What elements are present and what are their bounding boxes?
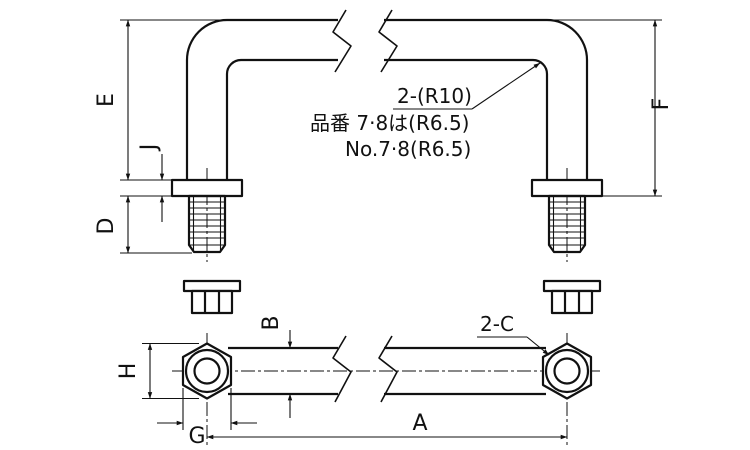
- dimension-G: G: [157, 388, 257, 449]
- radius-note-line2: 品番 7·8は(R6.5): [310, 111, 469, 135]
- dim-label-H: H: [116, 363, 141, 380]
- flange-left: [170, 178, 244, 198]
- dim-label-G: G: [188, 424, 205, 449]
- dim-label-A: A: [412, 411, 427, 436]
- nut-left: [182, 279, 242, 315]
- dimension-B: B: [259, 315, 293, 418]
- hex-end-left: [181, 342, 233, 400]
- handle-outline-left-inner: [225, 58, 338, 180]
- dimension-F: F: [552, 19, 674, 197]
- stud-left: [187, 194, 227, 254]
- dim-label-J: J: [137, 144, 162, 153]
- handle-outline-left-outer: [185, 18, 338, 180]
- bottom-view: [172, 333, 602, 445]
- hex-end-right: [541, 342, 593, 400]
- dimension-H: H: [116, 342, 199, 400]
- radius-note-line3: No.7·8(R6.5): [345, 137, 471, 161]
- flange-right: [530, 178, 604, 198]
- radius-note-line1: 2-(R10): [397, 84, 472, 108]
- dim-label-B: B: [259, 315, 284, 330]
- dimension-A: A: [206, 411, 568, 440]
- note-radius: 2-(R10) 品番 7·8は(R6.5) No.7·8(R6.5): [310, 62, 541, 161]
- grip-bar-bottom: [228, 346, 546, 396]
- break-symbol-front: [332, 9, 398, 73]
- break-symbol-bottom: [332, 335, 398, 403]
- note-corner-c: 2-C: [477, 312, 550, 356]
- stud-right: [547, 194, 587, 254]
- front-view: [170, 9, 604, 315]
- handle-outline-right-inner: [384, 58, 549, 180]
- corner-note-label: 2-C: [480, 312, 514, 336]
- dimension-E: E: [94, 19, 222, 181]
- dim-label-D: D: [94, 218, 119, 235]
- dimension-D: D: [94, 195, 192, 254]
- dim-label-E: E: [94, 93, 119, 107]
- handle-outline-right-outer: [384, 18, 589, 180]
- dim-label-F: F: [649, 98, 674, 111]
- nut-right: [542, 279, 602, 315]
